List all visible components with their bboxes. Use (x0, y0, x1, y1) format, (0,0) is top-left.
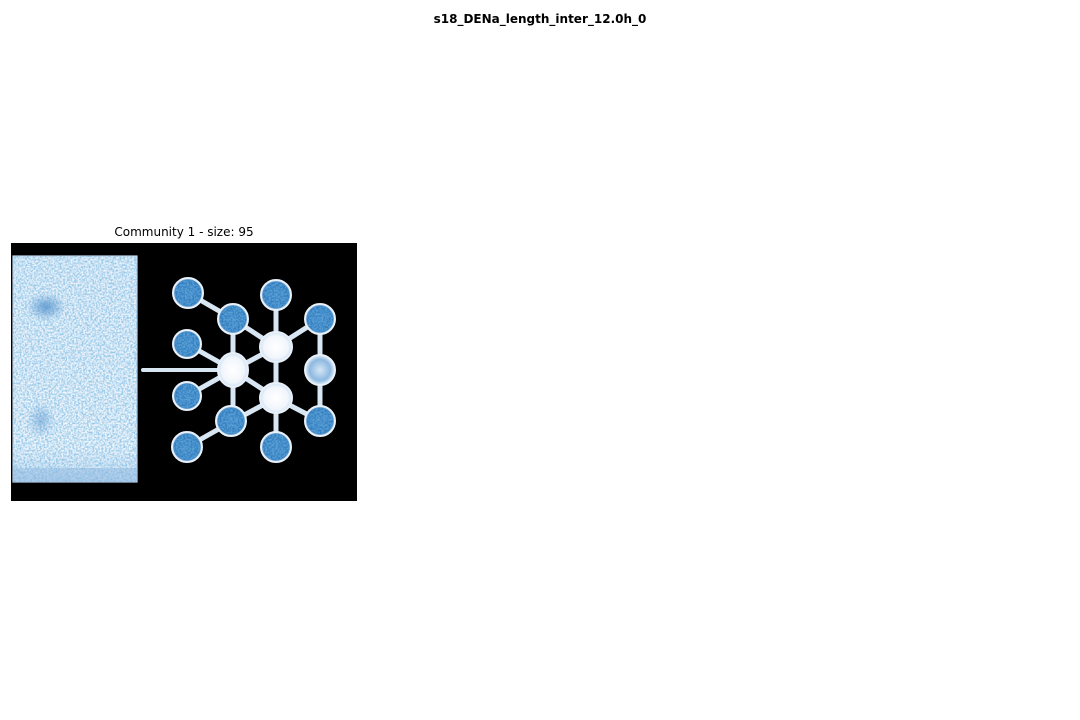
chamber-texture (174, 280, 333, 460)
panel-title: Community 1 - size: 95 (114, 225, 254, 239)
figure-title: s18_DENa_length_inter_12.0h_0 (433, 12, 647, 26)
rectangular-region (12, 255, 138, 483)
community-image (11, 243, 357, 501)
community-panel: Community 1 - size: 95 (11, 224, 357, 501)
